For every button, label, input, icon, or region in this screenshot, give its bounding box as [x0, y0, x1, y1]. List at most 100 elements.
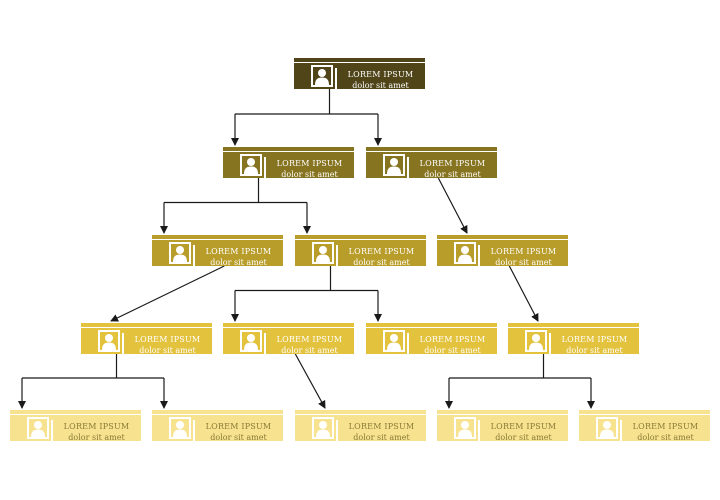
node-body: LOREM IPSUM dolor sit amet — [366, 152, 497, 179]
person-icon — [312, 417, 334, 439]
node-top-bar — [10, 410, 141, 414]
person-icon — [454, 242, 476, 264]
node-subtitle: dolor sit amet — [210, 433, 267, 442]
node-subtitle: dolor sit amet — [424, 346, 481, 355]
person-icon — [454, 417, 476, 439]
node-body: LOREM IPSUM dolor sit amet — [508, 328, 639, 355]
node-body: LOREM IPSUM dolor sit amet — [579, 415, 710, 442]
person-icon — [596, 417, 618, 439]
node-top-bar — [294, 58, 425, 62]
node-top-bar — [508, 323, 639, 327]
node-top-bar — [223, 147, 354, 151]
node-body: LOREM IPSUM dolor sit amet — [437, 415, 568, 442]
node-body: LOREM IPSUM dolor sit amet — [223, 152, 354, 179]
person-icon — [383, 330, 405, 352]
org-node: LOREM IPSUM dolor sit amet — [366, 323, 497, 355]
person-icon — [312, 242, 334, 264]
node-subtitle: dolor sit amet — [495, 433, 552, 442]
node-subtitle: dolor sit amet — [424, 170, 481, 179]
node-divider — [478, 245, 480, 266]
org-node: LOREM IPSUM dolor sit amet — [579, 410, 710, 442]
node-divider — [407, 333, 409, 354]
node-top-bar — [81, 323, 212, 327]
node-subtitle: dolor sit amet — [353, 433, 410, 442]
node-subtitle: dolor sit amet — [281, 346, 338, 355]
node-title: LOREM IPSUM — [561, 335, 628, 344]
node-title: LOREM IPSUM — [205, 247, 272, 256]
node-subtitle: dolor sit amet — [68, 433, 125, 442]
node-top-bar — [295, 410, 426, 414]
node-body: LOREM IPSUM dolor sit amet — [10, 415, 141, 442]
node-subtitle: dolor sit amet — [352, 81, 409, 90]
node-title: LOREM IPSUM — [276, 159, 343, 168]
person-icon — [383, 154, 405, 176]
person-icon — [98, 330, 120, 352]
node-divider — [549, 333, 551, 354]
node-body: LOREM IPSUM dolor sit amet — [152, 415, 283, 442]
node-top-bar — [223, 323, 354, 327]
node-subtitle: dolor sit amet — [495, 258, 552, 267]
node-top-bar — [579, 410, 710, 414]
org-node: LOREM IPSUM dolor sit amet — [295, 235, 426, 267]
person-icon — [240, 330, 262, 352]
org-node: LOREM IPSUM dolor sit amet — [437, 410, 568, 442]
org-node: LOREM IPSUM dolor sit amet — [294, 58, 425, 90]
node-top-bar — [437, 410, 568, 414]
node-divider — [336, 420, 338, 441]
person-icon — [311, 65, 333, 87]
person-icon — [525, 330, 547, 352]
node-body: LOREM IPSUM dolor sit amet — [437, 240, 568, 267]
org-node: LOREM IPSUM dolor sit amet — [437, 235, 568, 267]
node-divider — [407, 157, 409, 178]
node-top-bar — [366, 323, 497, 327]
node-top-bar — [295, 235, 426, 239]
org-node: LOREM IPSUM dolor sit amet — [81, 323, 212, 355]
node-divider — [264, 157, 266, 178]
node-divider — [620, 420, 622, 441]
node-body: LOREM IPSUM dolor sit amet — [223, 328, 354, 355]
person-icon — [27, 417, 49, 439]
node-title: LOREM IPSUM — [348, 422, 415, 431]
node-body: LOREM IPSUM dolor sit amet — [295, 415, 426, 442]
connector-arrow — [508, 265, 539, 322]
node-title: LOREM IPSUM — [63, 422, 130, 431]
node-top-bar — [437, 235, 568, 239]
connector-arrow — [294, 353, 326, 409]
node-body: LOREM IPSUM dolor sit amet — [294, 63, 425, 90]
node-title: LOREM IPSUM — [632, 422, 699, 431]
node-subtitle: dolor sit amet — [210, 258, 267, 267]
node-title: LOREM IPSUM — [348, 247, 415, 256]
node-subtitle: dolor sit amet — [353, 258, 410, 267]
org-node: LOREM IPSUM dolor sit amet — [295, 410, 426, 442]
node-subtitle: dolor sit amet — [637, 433, 694, 442]
node-divider — [51, 420, 53, 441]
node-body: LOREM IPSUM dolor sit amet — [152, 240, 283, 267]
node-subtitle: dolor sit amet — [139, 346, 196, 355]
org-node: LOREM IPSUM dolor sit amet — [223, 147, 354, 179]
org-node: LOREM IPSUM dolor sit amet — [152, 235, 283, 267]
node-top-bar — [152, 410, 283, 414]
node-subtitle: dolor sit amet — [566, 346, 623, 355]
org-node: LOREM IPSUM dolor sit amet — [508, 323, 639, 355]
org-node: LOREM IPSUM dolor sit amet — [10, 410, 141, 442]
node-title: LOREM IPSUM — [419, 335, 486, 344]
node-divider — [335, 68, 337, 89]
connector-arrow — [437, 177, 468, 234]
node-title: LOREM IPSUM — [419, 159, 486, 168]
node-title: LOREM IPSUM — [490, 422, 557, 431]
node-title: LOREM IPSUM — [205, 422, 272, 431]
node-subtitle: dolor sit amet — [281, 170, 338, 179]
node-body: LOREM IPSUM dolor sit amet — [295, 240, 426, 267]
node-top-bar — [152, 235, 283, 239]
node-title: LOREM IPSUM — [134, 335, 201, 344]
person-icon — [240, 154, 262, 176]
node-divider — [478, 420, 480, 441]
node-top-bar — [366, 147, 497, 151]
node-title: LOREM IPSUM — [490, 247, 557, 256]
org-node: LOREM IPSUM dolor sit amet — [366, 147, 497, 179]
node-divider — [264, 333, 266, 354]
node-divider — [193, 245, 195, 266]
connector-arrow — [110, 265, 225, 322]
